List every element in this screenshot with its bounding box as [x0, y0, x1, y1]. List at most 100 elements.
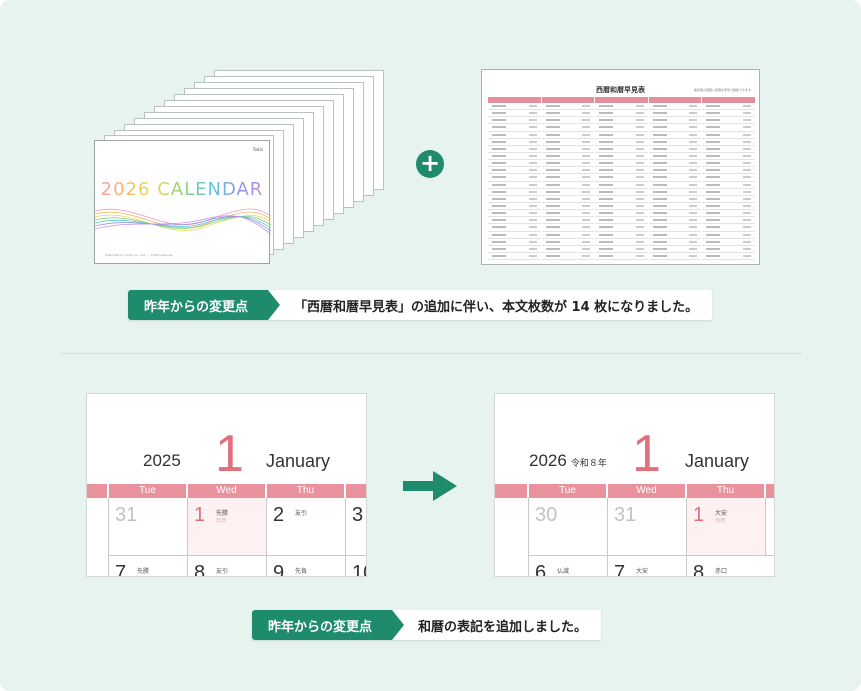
table-row — [648, 196, 702, 203]
table-row — [595, 110, 648, 118]
date-cell: 7 大安 — [607, 556, 686, 577]
table-row — [541, 196, 595, 203]
table-row — [648, 132, 702, 139]
holiday-label: 元日 — [216, 518, 227, 524]
table-header — [702, 97, 755, 103]
date-number: 10 — [352, 562, 366, 577]
arrow-right-icon — [403, 471, 457, 501]
table-row — [702, 246, 755, 253]
date-number: 1 — [194, 504, 206, 526]
date-number: 8 — [194, 562, 206, 577]
table-row — [488, 203, 541, 211]
table-row — [648, 239, 702, 246]
date-number: 7 — [115, 562, 127, 577]
date-cell: 8 赤口 — [686, 556, 765, 577]
date-cell: 1 大安 元日 — [686, 498, 765, 556]
date-cell: 3 — [345, 498, 366, 556]
cover-footer: Published by Todai Co., Ltd. ... 2026 Ca… — [105, 253, 174, 257]
table-row — [702, 174, 755, 182]
table-row — [702, 124, 755, 132]
section-divider — [60, 353, 801, 354]
table-row — [541, 146, 595, 153]
table-row — [702, 203, 755, 211]
table-row — [488, 217, 541, 225]
table-row — [541, 239, 595, 246]
table-row — [541, 203, 595, 211]
table-row — [702, 210, 755, 218]
date-cell: 31 — [607, 498, 686, 556]
date-cell: 8 友引 — [187, 556, 266, 577]
table-row — [541, 132, 595, 139]
date-number: 3 — [352, 504, 364, 526]
table-row — [541, 103, 595, 111]
table-row — [648, 167, 702, 175]
year-label: 2025 — [143, 451, 181, 470]
table-row — [595, 217, 648, 225]
table-row — [595, 196, 648, 203]
holiday-label: 元日 — [715, 518, 726, 524]
table-row — [488, 124, 541, 132]
date-number: 8 — [693, 562, 705, 577]
table-row — [595, 160, 648, 168]
date-cell: 6 仏滅 — [528, 556, 607, 576]
table-row — [648, 203, 702, 211]
table-row — [648, 246, 702, 253]
table-header — [488, 97, 541, 103]
table-row — [541, 153, 595, 161]
table-row — [541, 210, 595, 218]
table-row — [595, 253, 648, 261]
table-row — [595, 174, 648, 182]
table-row — [488, 160, 541, 168]
change-caption: 「西暦和暦早見表」の追加に伴い、本文枚数が 14 枚になりました。 — [268, 290, 713, 320]
table-row — [648, 124, 702, 132]
table-row — [488, 110, 541, 118]
table-row — [488, 253, 541, 261]
rokuyo-label: 友引 — [295, 510, 308, 517]
table-row — [488, 239, 541, 246]
day-header — [87, 484, 107, 498]
month-number: 1 — [215, 425, 244, 483]
rokuyo-label: 先勝 — [216, 510, 229, 517]
day-header: Thu — [687, 484, 764, 498]
table-column — [595, 97, 648, 261]
table-row — [595, 124, 648, 132]
date-cell — [765, 498, 774, 556]
day-header: Tue — [109, 484, 186, 498]
cover-title: 2026 CALENDAR — [95, 179, 269, 200]
table-row — [702, 117, 755, 125]
rokuyo-label: 友引 — [216, 568, 229, 575]
table-row — [541, 110, 595, 118]
change-note-top: 昨年からの変更点 「西暦和暦早見表」の追加に伴い、本文枚数が 14 枚になりまし… — [128, 290, 713, 320]
rokuyo-label: 大安 — [636, 568, 649, 575]
calendar-2025: 2025 1 January Tue Wed Thu 31 1 先勝 元日 2 … — [86, 393, 367, 577]
table-row — [595, 146, 648, 153]
table-row — [488, 117, 541, 125]
table-title: 西暦和暦早見表 — [596, 86, 645, 94]
table-row — [648, 110, 702, 118]
change-note-bottom: 昨年からの変更点 和暦の表記を追加しました。 — [252, 610, 602, 640]
date-number: 31 — [614, 504, 637, 526]
table-row — [702, 182, 755, 189]
table-row — [648, 232, 702, 239]
table-row — [702, 239, 755, 246]
date-number: 1 — [693, 504, 705, 526]
table-row — [648, 189, 702, 196]
day-header: Wed — [188, 484, 265, 498]
table-row — [648, 210, 702, 218]
rokuyo-label: 大安 — [715, 510, 728, 517]
rokuyo-label: 先負 — [295, 568, 308, 575]
date-cell: 10 — [345, 556, 366, 577]
table-row — [488, 167, 541, 175]
table-row — [488, 132, 541, 139]
date-number: 7 — [614, 562, 626, 577]
table-row — [488, 196, 541, 203]
table-row — [488, 139, 541, 146]
change-badge: 昨年からの変更点 — [252, 610, 405, 640]
table-row — [595, 182, 648, 189]
table-header — [648, 97, 702, 103]
table-row — [702, 189, 755, 196]
table-column — [702, 97, 755, 261]
table-row — [541, 167, 595, 175]
rokuyo-label: 先勝 — [137, 568, 150, 575]
table-row — [595, 246, 648, 253]
